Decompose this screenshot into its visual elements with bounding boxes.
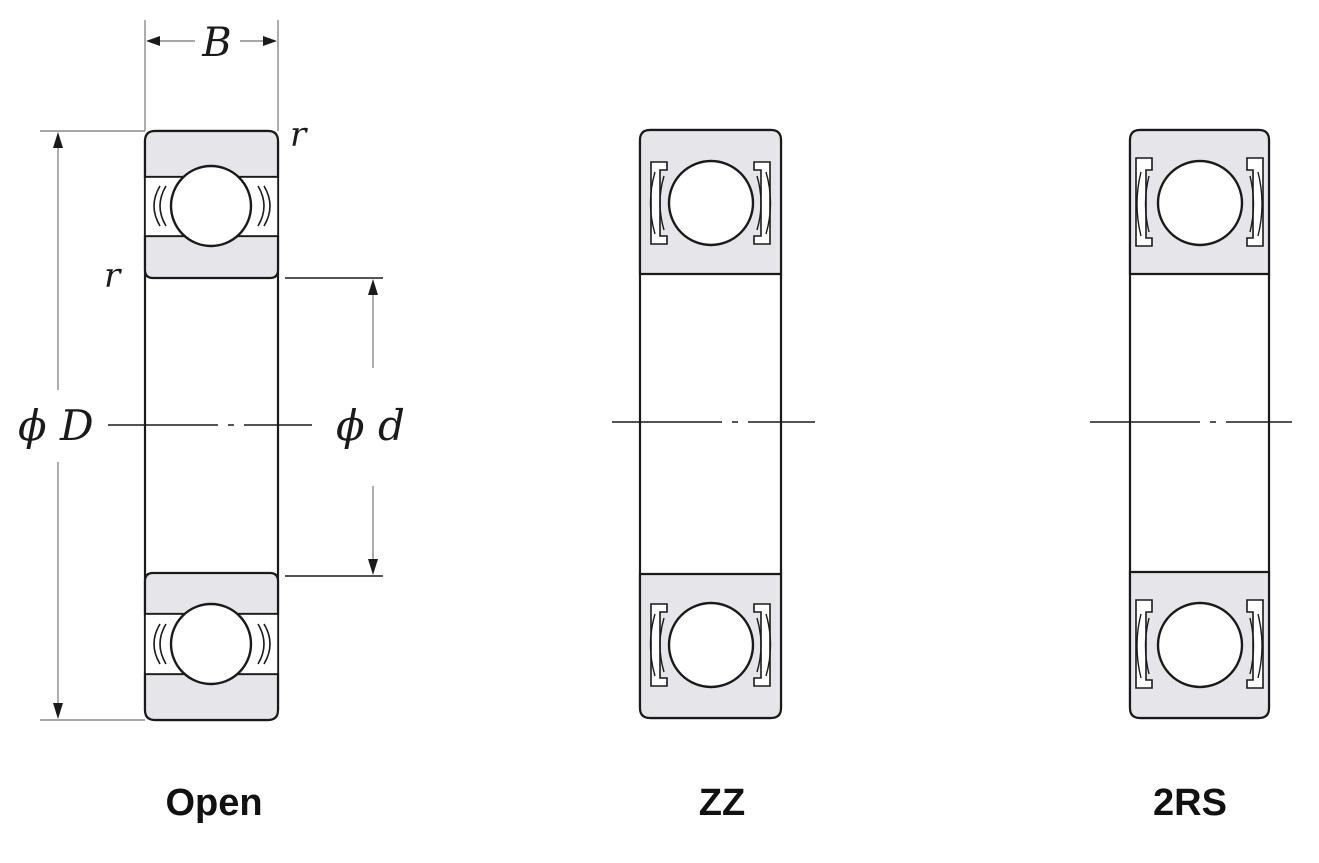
zz-bottom-ball <box>667 601 755 689</box>
caption-open: Open <box>165 782 262 824</box>
width-label: B <box>201 20 231 66</box>
width-arrow-left <box>146 36 160 46</box>
2rs-bottom-seal-right <box>1246 599 1264 689</box>
open-top-ball <box>169 164 253 248</box>
zz-top-shield-left-detail <box>649 171 665 235</box>
2rs-top-ball <box>1156 159 1244 247</box>
zz-top-shield-left <box>650 161 668 245</box>
zz-bottom-shield-left-detail <box>649 613 665 677</box>
zz-top-shield-right-detail <box>756 171 772 235</box>
2rs-top-seal-left <box>1135 157 1153 247</box>
2rs-bottom-ball <box>1156 601 1244 689</box>
inner-diameter-label: ϕ d <box>336 401 405 450</box>
bearing-zz <box>612 128 815 720</box>
2rs-top-seal-left-detail <box>1136 171 1150 237</box>
caption-zz: ZZ <box>699 782 745 824</box>
caption-2rs: 2RS <box>1153 782 1227 824</box>
bearing-2rs <box>1090 128 1292 720</box>
outer-diameter-label: ϕ D <box>18 401 94 450</box>
dimension-annotations: B r r ϕ D ϕ d <box>18 20 405 721</box>
zz-bottom-shield-right-detail <box>756 613 772 677</box>
inner-diameter-arrow-bottom <box>368 559 378 575</box>
open-top-inner-ring <box>143 234 280 280</box>
2rs-bottom-seal-left <box>1135 599 1153 689</box>
open-bottom-outer-ring <box>143 672 280 722</box>
open-top-cage-right <box>257 185 271 227</box>
outer-diameter-arrow-bottom <box>53 703 63 719</box>
2rs-top-seal-right <box>1246 157 1264 247</box>
zz-top-shield-right <box>753 161 771 245</box>
2rs-top-seal-right-detail <box>1249 171 1263 237</box>
radius-label-top: r <box>290 115 308 155</box>
bearing-open <box>108 129 312 722</box>
zz-bottom-shield-left <box>650 603 668 687</box>
open-bottom-cage-left <box>153 623 167 665</box>
radius-label-bottom: r <box>104 256 122 296</box>
zz-bottom-shield-right <box>753 603 771 687</box>
outer-diameter-arrow-top <box>53 132 63 148</box>
zz-top-ball <box>667 159 755 247</box>
inner-diameter-arrow-top <box>368 279 378 295</box>
open-bottom-ball <box>169 602 253 686</box>
width-arrow-right <box>263 36 277 46</box>
open-top-cage-left <box>153 185 167 227</box>
2rs-bottom-seal-right-detail <box>1249 613 1263 679</box>
open-bottom-cage-right <box>257 623 271 665</box>
2rs-bottom-seal-left-detail <box>1136 613 1150 679</box>
